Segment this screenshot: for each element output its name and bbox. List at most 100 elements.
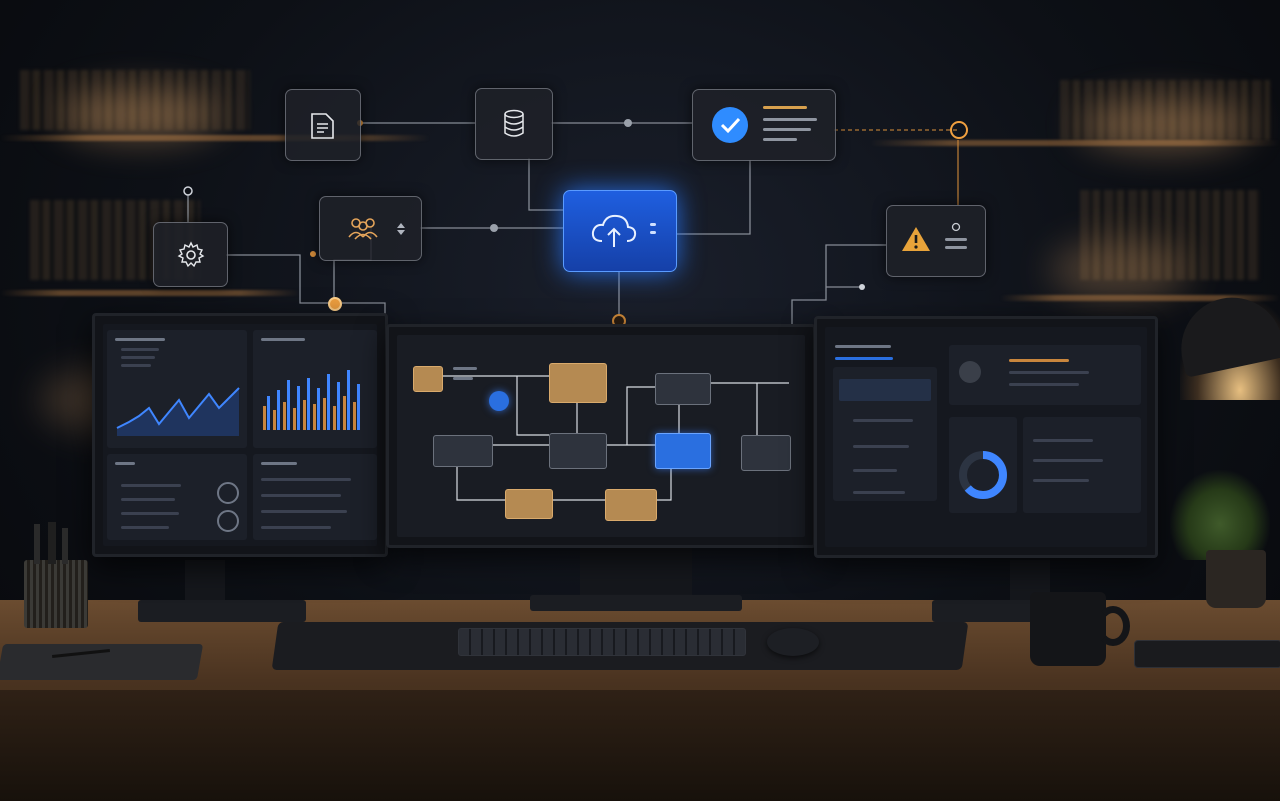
coffee-mug — [1030, 592, 1106, 666]
flow-step[interactable] — [549, 363, 607, 403]
text-placeholder — [763, 138, 797, 141]
pen — [48, 522, 56, 564]
users-icon — [348, 218, 378, 240]
connector-dot — [624, 119, 632, 127]
monitor-base — [530, 595, 742, 611]
text-placeholder — [453, 367, 477, 370]
list-item — [261, 510, 347, 513]
list-item — [261, 526, 331, 529]
list-item[interactable] — [1033, 439, 1093, 442]
connector-dot — [183, 186, 193, 196]
text-placeholder — [835, 345, 891, 348]
avatar — [959, 361, 981, 383]
flow-connector — [655, 455, 672, 501]
shelf — [0, 290, 300, 296]
keyboard[interactable] — [458, 628, 746, 656]
flow-step[interactable] — [505, 489, 553, 519]
shelf-light — [1050, 240, 1190, 300]
text-placeholder — [763, 118, 817, 121]
text-placeholder — [121, 364, 151, 367]
text-placeholder — [1009, 383, 1079, 386]
text-placeholder — [261, 462, 297, 465]
text-placeholder — [650, 223, 656, 226]
right-monitor — [814, 316, 1158, 558]
flow-connector — [516, 376, 549, 436]
text-placeholder — [945, 246, 967, 249]
monitor-stand — [185, 560, 225, 605]
swap-icon — [397, 223, 405, 235]
flow-step[interactable] — [605, 489, 657, 521]
bookshelf-books — [1080, 190, 1260, 280]
right-monitor-screen — [825, 327, 1147, 547]
desk-edge — [0, 690, 1280, 801]
text-placeholder — [261, 338, 305, 341]
connector-dot — [859, 284, 865, 290]
connector-line — [226, 254, 335, 304]
text-placeholder — [763, 106, 807, 109]
connector-line — [675, 160, 751, 235]
flow-step-active[interactable] — [655, 433, 711, 469]
pen-holder — [24, 560, 88, 628]
warning-node[interactable] — [886, 205, 986, 277]
line-chart-widget — [107, 330, 247, 448]
text-placeholder — [115, 338, 165, 341]
donut-chart — [959, 451, 1007, 499]
connector-dot — [490, 224, 498, 232]
donut-chart-widget — [949, 417, 1017, 513]
document-icon — [311, 113, 334, 139]
list-item-selected[interactable] — [839, 379, 931, 401]
connector-dot — [310, 251, 316, 257]
gear-icon — [177, 241, 205, 268]
list-item[interactable] — [853, 419, 913, 422]
approval-node[interactable] — [692, 89, 836, 161]
flow-step[interactable] — [433, 435, 493, 467]
flow-connector — [626, 386, 655, 445]
connector-line — [528, 158, 563, 211]
list-item[interactable] — [1033, 459, 1103, 462]
list-item[interactable] — [1033, 479, 1089, 482]
database-node[interactable] — [475, 88, 553, 160]
monitor-stand — [580, 545, 692, 600]
refresh-icon[interactable] — [489, 391, 509, 411]
shelf-light — [1080, 100, 1250, 150]
summary-widget — [949, 345, 1141, 405]
shelf — [1000, 295, 1280, 301]
bar-chart — [263, 370, 360, 430]
list-widget — [107, 454, 247, 540]
list-item[interactable] — [853, 445, 909, 448]
flow-diagram-connections — [437, 375, 789, 501]
cloud-upload-icon — [591, 214, 637, 247]
connector-dot — [328, 297, 342, 311]
text-placeholder — [650, 231, 656, 234]
shelf — [0, 135, 430, 141]
text-placeholder — [115, 462, 135, 465]
flow-step[interactable] — [413, 366, 443, 392]
flow-step[interactable] — [741, 435, 791, 471]
team-node[interactable] — [319, 196, 422, 261]
flow-connector — [709, 382, 789, 435]
list-item — [121, 526, 169, 529]
database-icon — [504, 109, 524, 137]
text-placeholder — [121, 348, 159, 351]
document-node[interactable] — [285, 89, 361, 161]
list-item[interactable] — [853, 469, 897, 472]
list-widget — [1023, 417, 1141, 513]
warning-icon — [902, 227, 930, 251]
flow-step[interactable] — [655, 373, 711, 405]
cloud-node[interactable] — [563, 190, 677, 272]
monitor-base — [932, 600, 1062, 622]
mouse[interactable] — [767, 628, 819, 656]
bar-chart-widget — [253, 330, 377, 448]
list-item — [121, 512, 179, 515]
settings-node[interactable] — [153, 222, 228, 287]
plant — [1170, 470, 1270, 560]
flow-connector — [456, 455, 505, 501]
list-widget — [833, 367, 937, 501]
coffee-mug-handle — [1096, 606, 1130, 646]
list-item — [121, 498, 175, 501]
list-item[interactable] — [853, 491, 905, 494]
line-chart — [116, 387, 240, 436]
flow-step[interactable] — [549, 433, 607, 469]
bookshelf-books — [20, 70, 250, 130]
